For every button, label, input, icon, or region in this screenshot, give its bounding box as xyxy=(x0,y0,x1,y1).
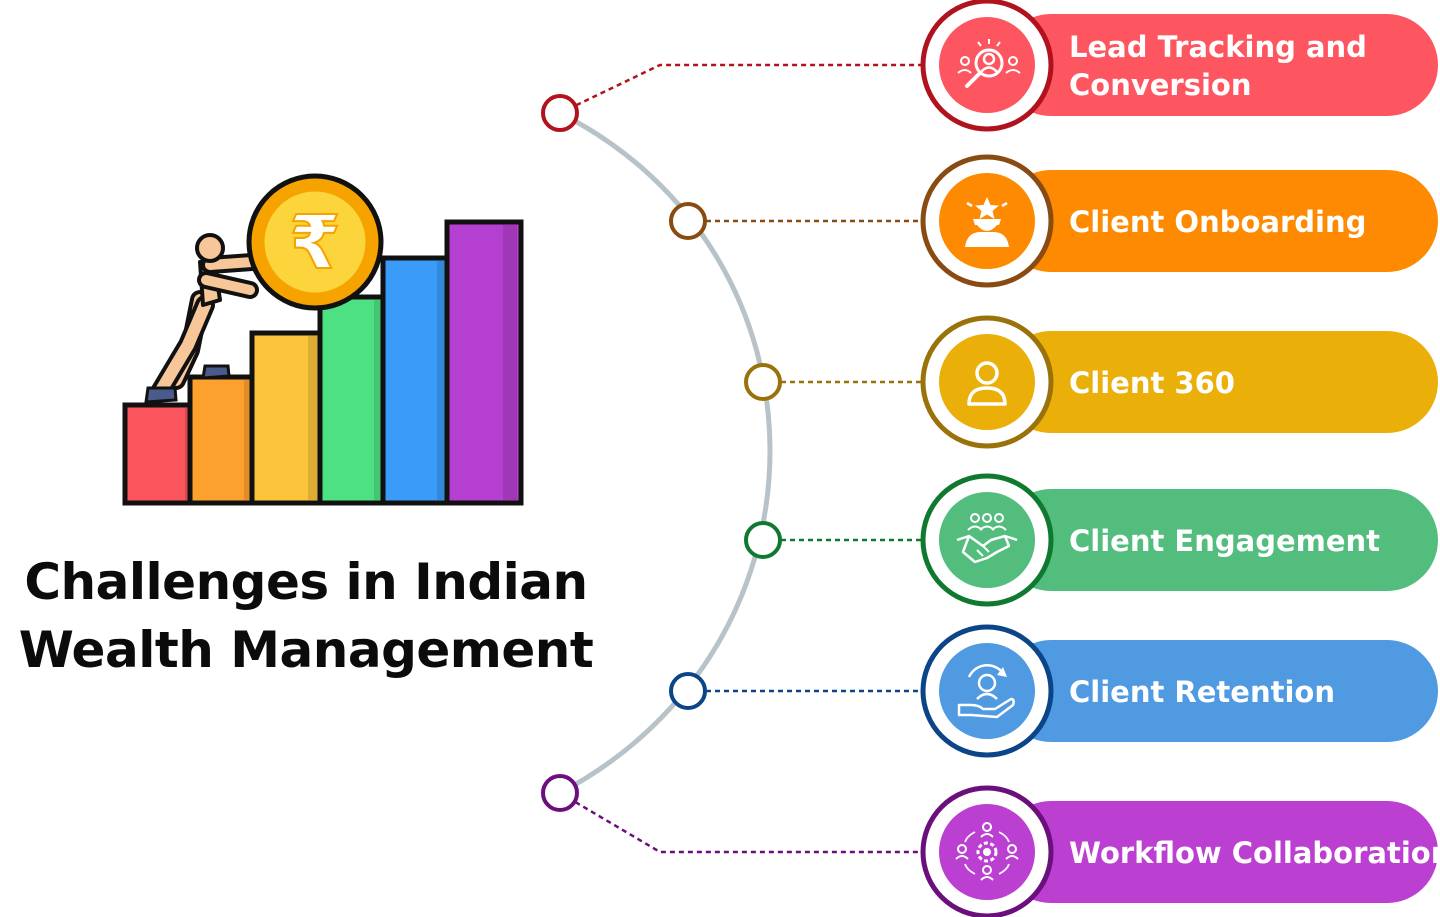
challenge-pill xyxy=(1000,170,1438,272)
growth-chart-illustration: ₹ xyxy=(122,173,524,506)
timeline-arc xyxy=(557,110,773,796)
timeline-node xyxy=(541,774,579,812)
climbing-person-icon xyxy=(144,233,261,404)
challenge-label: Lead Tracking and xyxy=(1069,30,1367,64)
connector-line xyxy=(559,791,922,854)
bar-step xyxy=(380,255,458,506)
challenge-item: Client Retention xyxy=(669,624,1438,758)
timeline-node xyxy=(541,94,579,132)
challenge-label: Workflow Collaboration xyxy=(1069,836,1440,870)
challenge-label: Client Engagement xyxy=(1069,524,1380,558)
connector-line xyxy=(559,63,922,115)
challenge-pill xyxy=(1000,14,1438,116)
rupee-symbol: ₹ xyxy=(289,200,341,286)
icon-badge xyxy=(939,17,1035,113)
challenge-item: Client 360 xyxy=(744,315,1438,449)
bar-step xyxy=(444,219,524,506)
rupee-coin-icon: ₹ xyxy=(246,173,384,311)
page-title: Challenges in Indian Wealth Management xyxy=(0,548,612,684)
timeline-node xyxy=(744,521,782,559)
challenge-item: Client Onboarding xyxy=(669,154,1438,288)
challenge-pill xyxy=(1000,801,1438,903)
challenge-pill xyxy=(1000,640,1438,742)
bar-step xyxy=(317,294,395,506)
bar-step xyxy=(249,330,329,506)
title-line-2: Wealth Management xyxy=(18,621,594,679)
timeline-node xyxy=(669,672,707,710)
timeline-node xyxy=(744,363,782,401)
icon-badge xyxy=(939,492,1035,588)
title-line-1: Challenges in Indian xyxy=(24,553,588,611)
challenge-label: Client 360 xyxy=(1069,366,1235,400)
challenge-label: Client Retention xyxy=(1069,675,1335,709)
bar-steps xyxy=(122,219,524,506)
challenge-pill xyxy=(1000,331,1438,433)
challenge-item: Client Engagement xyxy=(744,473,1438,607)
challenge-pill xyxy=(1000,489,1438,591)
challenge-label: Client Onboarding xyxy=(1069,205,1366,239)
timeline-node xyxy=(669,202,707,240)
challenge-item: Workflow Collaboration xyxy=(541,774,1440,917)
challenge-label: Conversion xyxy=(1069,68,1252,102)
